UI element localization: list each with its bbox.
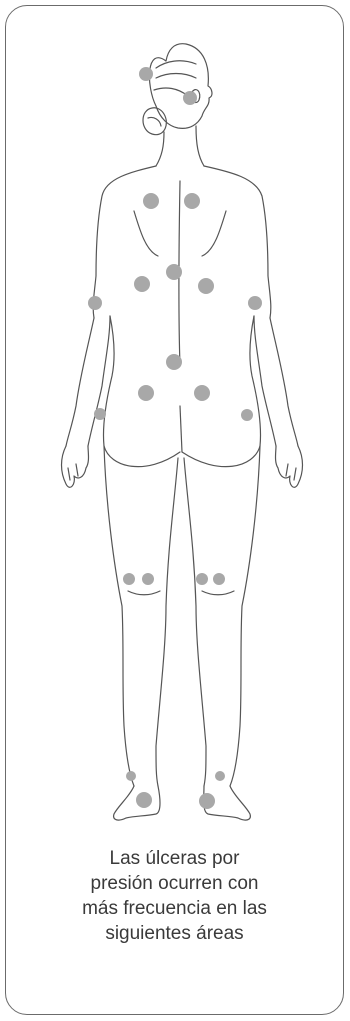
left-shoulder-blade-point [143,193,159,209]
left-buttock-point [138,385,154,401]
body-back-diagram [6,6,344,846]
body-outline [62,44,303,820]
right-knee-inner-point [196,573,208,585]
right-hip-point [241,409,253,421]
right-buttock-point [194,385,210,401]
left-hip-point [94,408,106,420]
left-elbow-point [88,296,102,310]
caption-line: siguientes áreas [26,921,323,946]
pressure-points [88,67,262,809]
behind-ear-point [183,91,197,105]
right-knee-outer-point [213,573,225,585]
caption-line: más frecuencia en las [26,896,323,921]
spine-point [166,264,182,280]
back-of-head-point [139,67,153,81]
info-card: Las úlceras por presión ocurren con más … [5,5,344,1015]
left-knee-outer-point [123,573,135,585]
caption: Las úlceras por presión ocurren con más … [26,846,323,946]
right-shoulder-blade-point [184,193,200,209]
right-ankle-point [215,771,225,781]
right-heel-point [199,793,215,809]
mid-back-right-point [198,278,214,294]
left-knee-inner-point [142,573,154,585]
mid-back-left-point [134,276,150,292]
caption-line: presión ocurren con [26,871,323,896]
left-heel-point [136,792,152,808]
left-ankle-point [126,771,136,781]
sacrum-point [166,354,182,370]
right-elbow-point [248,296,262,310]
caption-line: Las úlceras por [26,846,323,871]
